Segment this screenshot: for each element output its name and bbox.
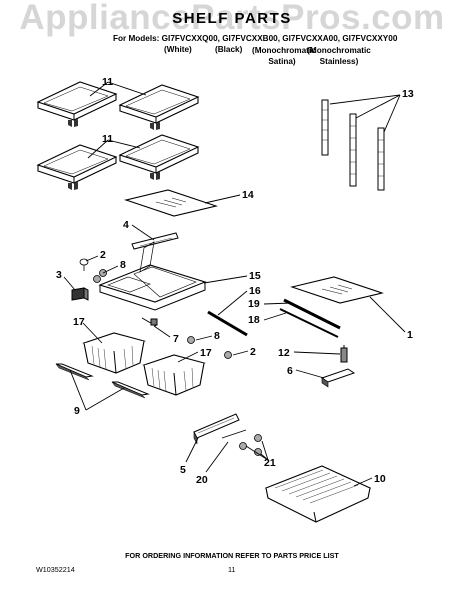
callout-label: 19 bbox=[248, 298, 260, 310]
callout-label: 4 bbox=[123, 219, 129, 231]
glass-shelf-lower bbox=[291, 276, 383, 304]
screw-lower bbox=[187, 336, 232, 359]
color-white: (White) bbox=[164, 45, 192, 54]
callout-label: 7 bbox=[173, 333, 179, 345]
shelf-ladder-channels bbox=[321, 99, 385, 191]
drawer-front bbox=[193, 413, 240, 445]
shelf-tray-mid-right bbox=[119, 134, 199, 181]
doc-number: W10352214 bbox=[36, 565, 75, 574]
callout-label: 17 bbox=[200, 347, 212, 359]
color-stainless: (Monochromatic Stainless) bbox=[307, 46, 371, 66]
callout-label: 8 bbox=[214, 330, 220, 342]
callout-label: 5 bbox=[180, 464, 186, 476]
callout-label: 14 bbox=[242, 189, 254, 201]
crisper-rod bbox=[207, 310, 248, 337]
callout-label: 2 bbox=[250, 346, 256, 358]
pin bbox=[340, 345, 348, 363]
crisper-bin-left bbox=[83, 332, 145, 374]
models-line: For Models: GI7FVCXXQ00, GI7FVCXXB00, GI… bbox=[113, 34, 398, 43]
callout-label: 9 bbox=[74, 405, 80, 417]
rollers bbox=[93, 269, 107, 283]
ordering-note: FOR ORDERING INFORMATION REFER TO PARTS … bbox=[125, 551, 339, 560]
callout-label: 20 bbox=[196, 474, 208, 486]
crisper-divider-bar bbox=[131, 232, 179, 250]
callout-label: 17 bbox=[73, 316, 85, 328]
callout-label: 15 bbox=[249, 270, 261, 282]
callout-label: 8 bbox=[120, 259, 126, 271]
meat-pan bbox=[264, 465, 372, 523]
callout-label: 6 bbox=[287, 365, 293, 377]
callout-label: 18 bbox=[248, 314, 260, 326]
screw bbox=[79, 258, 89, 271]
shelf-tray-mid-left bbox=[37, 144, 117, 191]
callout-label: 2 bbox=[100, 249, 106, 261]
callout-label: 1 bbox=[407, 329, 413, 341]
drawer-trim-left bbox=[55, 363, 93, 381]
callout-label: 10 bbox=[374, 473, 386, 485]
page-title: SHELF PARTS bbox=[172, 10, 292, 27]
shelf-tray-top-right bbox=[119, 84, 199, 131]
shelf-tray-top-left bbox=[37, 81, 117, 128]
glass-shelf-upper bbox=[125, 189, 217, 217]
crisper-bin-right bbox=[143, 354, 205, 396]
leader-lines bbox=[63, 81, 406, 487]
mounting-bracket bbox=[71, 287, 89, 301]
trim-rail-18 bbox=[279, 308, 339, 338]
color-black: (Black) bbox=[215, 45, 243, 54]
callout-label: 11 bbox=[102, 76, 113, 88]
page-number: 11 bbox=[228, 565, 236, 574]
callout-label: 3 bbox=[56, 269, 62, 281]
clip bbox=[141, 317, 158, 327]
support-bracket bbox=[320, 368, 356, 388]
watermark: AppliancePartsPros.com bbox=[19, 0, 445, 37]
callout-label: 13 bbox=[402, 88, 414, 100]
trim-rail-19 bbox=[283, 298, 341, 330]
callout-label: 11 bbox=[102, 133, 113, 145]
callout-label: 12 bbox=[278, 347, 290, 359]
crisper-cover-frame bbox=[98, 241, 207, 311]
drawer-trim-right bbox=[111, 381, 149, 399]
callout-label: 16 bbox=[249, 285, 261, 297]
color-satina: (Monochromatic Satina) bbox=[252, 46, 316, 66]
callout-label: 21 bbox=[264, 457, 276, 469]
